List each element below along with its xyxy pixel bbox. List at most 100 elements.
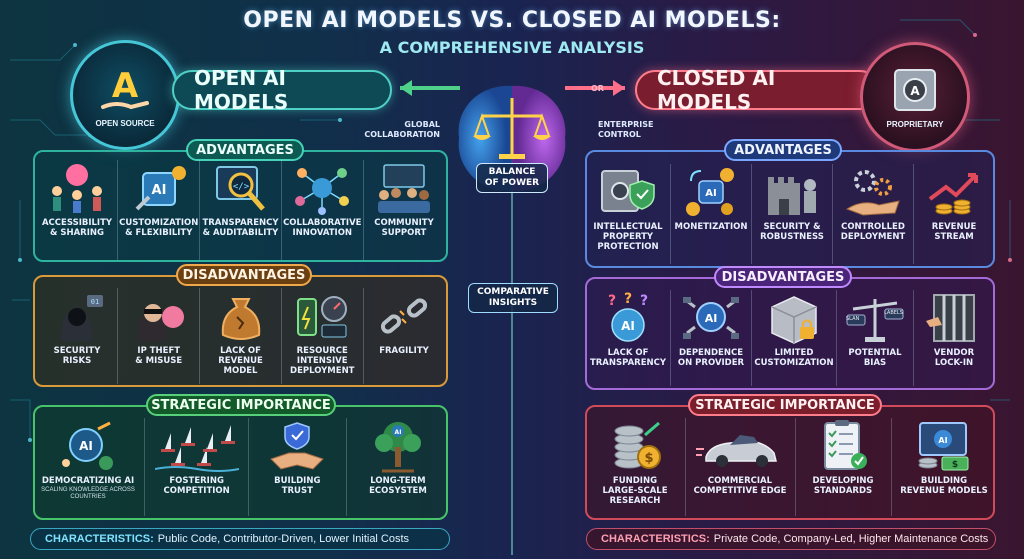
closed-str-label-2b: COMPETITIVE EDGE xyxy=(693,486,787,496)
closed-dis-label-1b: TRANSPARENCY xyxy=(589,358,667,368)
open-dis-item: RESOURCE INTENSIVE DEPLOYMENT xyxy=(283,288,361,384)
open-dis-label-2b: & MISUSE xyxy=(135,356,183,366)
ai-globe-icon: AI xyxy=(57,418,119,474)
closed-dis-label-5: VENDOR xyxy=(933,348,975,358)
closed-adv-label-4: CONTROLLED xyxy=(841,222,905,232)
svg-text:AI: AI xyxy=(938,436,947,445)
closed-adv-item: AI MONETIZATION xyxy=(673,164,749,264)
closed-dis-label-4: POTENTIAL xyxy=(848,348,902,358)
closed-advantages-tag: ADVANTAGES xyxy=(724,139,842,161)
closed-str-label-3: DEVELOPING xyxy=(812,476,874,486)
divider xyxy=(345,418,347,516)
scale-tag-left: SLAN xyxy=(846,316,860,322)
open-dis-item: IP THEFT & MISUSE xyxy=(120,288,198,384)
closed-str-label-4b: REVENUE MODELS xyxy=(900,486,988,496)
open-strategic-row: AI DEMOCRATIZING AI SCALING KNOWLEDGE AC… xyxy=(38,418,443,516)
magnifier-code-icon: </> xyxy=(210,160,272,216)
closed-dis-label-3b: CUSTOMIZATION xyxy=(754,358,834,368)
divider xyxy=(670,290,671,386)
sailboats-icon xyxy=(154,418,240,474)
open-dis-item: FRAGILITY xyxy=(365,288,443,384)
closed-dis-label-1: LACK OF xyxy=(607,348,649,358)
castle-knight-icon xyxy=(761,164,823,220)
open-advantages-tag: ADVANTAGES xyxy=(186,139,304,161)
open-dis-label-4c: DEPLOYMENT xyxy=(290,366,355,376)
open-str-label-2b: COMPETITION xyxy=(163,486,230,496)
open-str-item: AI DEMOCRATIZING AI SCALING KNOWLEDGE AC… xyxy=(38,418,138,516)
open-str-label-3b: TRUST xyxy=(281,486,313,496)
closed-adv-item: SECURITY & ROBUSTNESS xyxy=(754,164,830,264)
page-subtitle: A COMPREHENSIVE ANALYSIS xyxy=(379,38,645,57)
divider xyxy=(117,160,119,260)
sports-car-icon xyxy=(695,418,785,474)
closed-str-item: $ FUNDING LARGE-SCALE RESEARCH xyxy=(590,418,680,516)
growth-coins-icon xyxy=(923,164,985,220)
vault-icon: A xyxy=(894,68,936,111)
open-source-label: OPEN SOURCE xyxy=(95,118,155,128)
divider xyxy=(144,418,146,516)
closed-str-label-2: COMMERCIAL xyxy=(707,476,773,486)
closed-adv-label-5: REVENUE xyxy=(931,222,977,232)
divider xyxy=(362,288,364,384)
open-models-heading: OPEN AI MODELS xyxy=(172,66,392,114)
community-group-icon xyxy=(373,160,435,216)
open-advantages-row: ACCESSIBILITY & SHARING AI CUSTOMIZATION… xyxy=(38,160,443,260)
balance-label-1: BALANCE xyxy=(488,167,536,177)
open-adv-label-3: TRANSPARENCY xyxy=(202,218,279,228)
svg-text:?: ? xyxy=(640,293,648,309)
open-str-label-3: BUILDING xyxy=(274,476,321,486)
divider xyxy=(280,288,282,384)
divider xyxy=(751,164,752,264)
open-char-key: CHARACTERISTICS: xyxy=(45,533,154,545)
proprietary-label: PROPRIETARY xyxy=(886,119,944,129)
ai-money-monitor-icon: AI$ xyxy=(913,418,975,474)
closed-dis-item: LIMITED CUSTOMIZATION xyxy=(754,290,834,386)
open-source-badge: A OPEN SOURCE xyxy=(70,40,180,150)
open-dis-item: LACK OF REVENUE MODEL xyxy=(202,288,280,384)
divider xyxy=(280,160,282,260)
ai-brain-question-icon: AI??? xyxy=(597,290,659,346)
closed-str-label-1b: LARGE-SCALE xyxy=(602,486,668,496)
hacker-icon: 01 xyxy=(46,288,108,344)
open-str-sub-1: SCALING KNOWLEDGE ACROSS COUNTRIES xyxy=(41,487,135,500)
enterprise-control-note: ENTERPRISE CONTROL xyxy=(598,120,654,139)
coins-stack-icon: $ xyxy=(604,418,666,474)
closed-adv-item: CONTROLLED DEPLOYMENT xyxy=(835,164,911,264)
open-dis-label-4b: INTENSIVE xyxy=(296,356,348,366)
divider xyxy=(247,418,249,516)
closed-adv-item: REVENUE STREAM xyxy=(916,164,992,264)
open-disadvantages-tag: DISADVANTAGES xyxy=(176,264,312,286)
closed-adv-label-1: INTELLECTUAL xyxy=(593,222,663,232)
open-str-label-2: FOSTERING xyxy=(169,476,224,486)
open-adv-label-3b: & AUDITABILITY xyxy=(202,228,279,238)
closed-characteristics-bar: CHARACTERISTICS: Private Code, Company-L… xyxy=(586,528,996,550)
gears-hand-icon xyxy=(842,164,904,220)
divider xyxy=(913,164,914,264)
closed-adv-label-3b: ROBUSTNESS xyxy=(760,232,824,242)
open-adv-item: ACCESSIBILITY & SHARING xyxy=(38,160,116,260)
ai-coins-cycle-icon: AI xyxy=(680,164,742,220)
open-source-hand-icon: A xyxy=(101,66,149,109)
proprietary-badge: A PROPRIETARY xyxy=(860,42,970,152)
open-dis-label-4: RESOURCE xyxy=(296,346,348,356)
svg-text:AI: AI xyxy=(151,183,166,198)
svg-text:AI: AI xyxy=(79,439,93,453)
closed-disadvantages-tag: DISADVANTAGES xyxy=(714,266,852,288)
open-dis-label-3b: REVENUE MODEL xyxy=(218,356,263,376)
open-adv-item: COMMUNITY SUPPORT xyxy=(365,160,443,260)
svg-text:?: ? xyxy=(608,293,616,309)
closed-dis-label-5b: LOCK-IN xyxy=(934,358,974,368)
balance-label-2: OF POWER xyxy=(484,178,540,188)
open-char-value: Public Code, Contributor-Driven, Lower I… xyxy=(157,533,410,545)
divider xyxy=(117,288,119,384)
svg-text:A: A xyxy=(910,84,920,98)
open-dis-item: 01 SECURITY RISKS xyxy=(38,288,116,384)
closed-dis-item: AI??? LACK OF TRANSPARENCY xyxy=(588,290,668,386)
or-label: OR xyxy=(591,84,604,93)
closed-adv-label-4b: DEPLOYMENT xyxy=(840,232,906,242)
svg-text:AI: AI xyxy=(705,312,718,325)
ai-tree-icon: AI xyxy=(367,418,429,474)
open-dis-label-1b: RISKS xyxy=(62,356,92,366)
open-dis-label-2: IP THEFT xyxy=(137,346,181,356)
closed-disadvantages-row: AI??? LACK OF TRANSPARENCY AI DEPENDENCE… xyxy=(588,290,992,386)
